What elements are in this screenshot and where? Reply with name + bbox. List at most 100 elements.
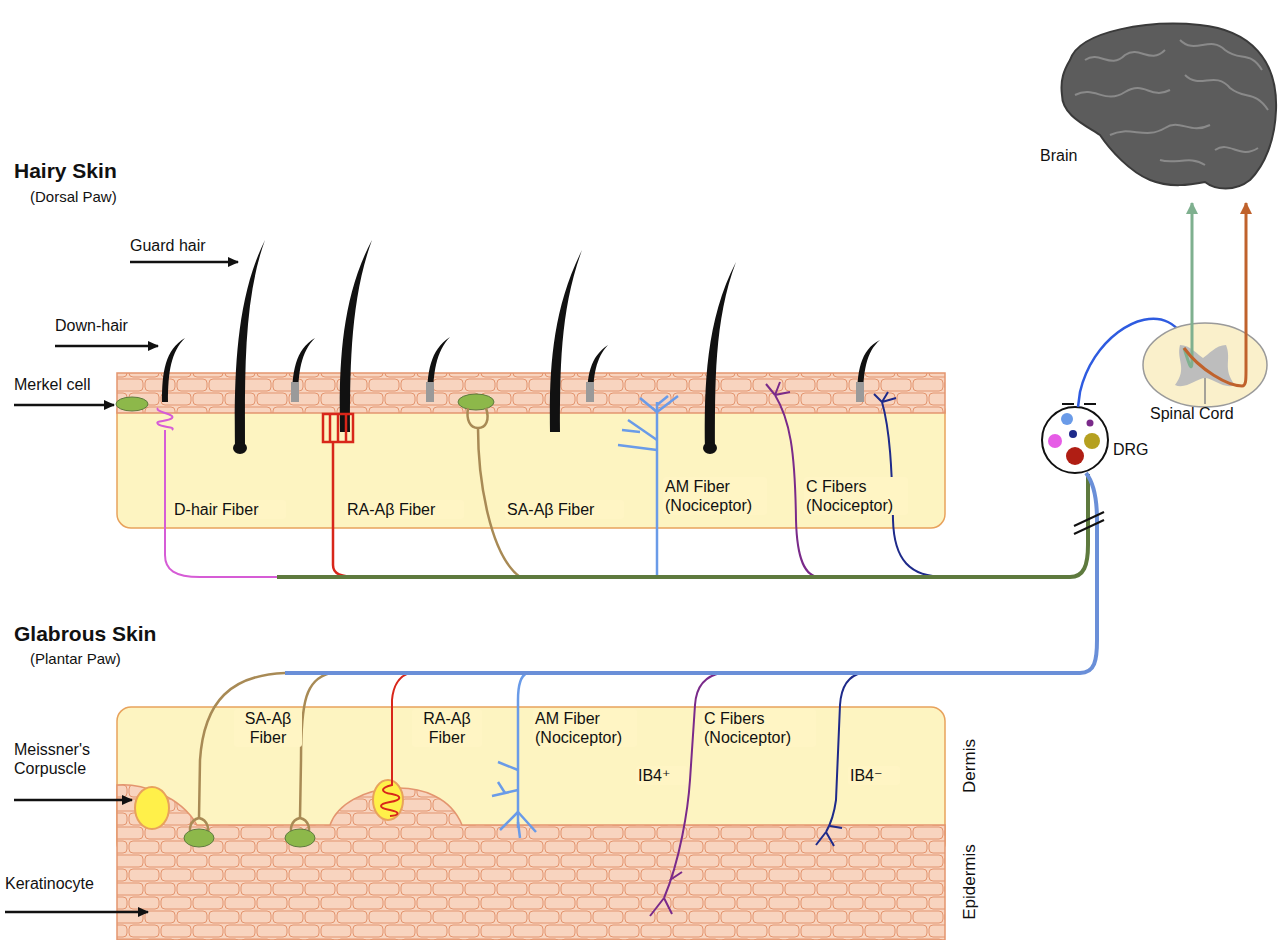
neuron-soma [1087,420,1094,427]
hairy-dermis-band: D-hair Fiber RA-Aβ Fiber SA-Aβ Fiber AM Fib… [117,413,945,528]
spinal-cord [1143,323,1267,407]
ra-abeta-fiber [323,414,353,442]
layer-label: Dermis [960,739,980,793]
fiber-subtype: IB4⁺ [636,766,688,785]
ra-abeta-fiber [329,414,332,442]
guard-hairs [550,250,582,432]
pointer-arrow [55,345,158,348]
merkel-cell [285,829,315,847]
fiber-label: D-hair Fiber [172,500,286,519]
guard-hairs [705,262,736,450]
sa-abeta-fiber [467,408,487,428]
down-hairs [292,338,315,402]
down-hairs [857,340,880,402]
ascending-tract [1184,203,1246,386]
nerve-trunk [277,474,1088,577]
c-fiber [650,872,682,916]
fiber-label: C Fibers (Nociceptor) [804,477,908,515]
down-hairs [586,382,594,402]
pointer-arrow [5,911,148,914]
structure-label: Brain [1040,146,1077,165]
brain-gyri [1185,75,1268,110]
structure-label: Spinal Cord [1150,404,1234,423]
layer-label: Epidermis [960,844,980,920]
merkel-cell [458,394,494,410]
merkel-cell [116,397,148,411]
brain-gyri [1215,147,1258,152]
ra-abeta-fiber [381,700,399,816]
ascending-tract [1184,203,1192,367]
structure-label: Down-hair [55,316,128,335]
neuron-soma [1048,434,1062,448]
drg-ganglion [1042,407,1108,473]
am-fiber [518,673,527,828]
down-hairs [856,382,864,402]
pointer-arrow [5,262,238,912]
down-hairs [291,382,299,402]
fiber-label: AM Fiber (Nociceptor) [533,709,637,747]
break-marks [1074,520,1104,534]
section-subheading: (Dorsal Paw) [30,188,117,206]
am-fiber [656,402,659,577]
section-heading: Hairy Skin [14,158,117,183]
c-fiber [766,382,790,395]
structure-label: Meissner's Corpuscle [14,740,126,778]
neuron-soma [1066,447,1084,465]
brain-gyri [1160,160,1205,165]
structure-label: DRG [1113,440,1149,459]
am-fiber [492,673,536,838]
structure-label: Keratinocyte [5,874,94,893]
neuron-soma [1061,413,1073,425]
d-hair-fiber [157,408,172,430]
guard-hairs [233,240,736,454]
brain [1061,24,1276,189]
down-hairs [426,382,434,402]
d-hair-fiber [157,408,277,577]
ra-abeta-fiber [337,414,340,442]
guard-hairs [703,442,717,454]
c-fiber [816,673,862,846]
c-fiber [664,673,722,898]
brain-gyri [1075,88,1170,97]
sa-abeta-fiber [300,673,330,818]
nerve-trunk [285,473,1097,673]
fiber-label: AM Fiber (Nociceptor) [663,477,767,515]
guard-hairs [233,442,247,454]
brain-gyri [1110,125,1210,135]
brain-gyri [1075,40,1268,165]
central-canal [1204,378,1206,404]
guard-hairs [235,240,265,450]
fiber-label: SA-Aβ Fiber [505,500,624,519]
fiber-subtype: IB4⁻ [848,766,900,785]
c-fiber [874,392,896,402]
am-fiber [492,762,536,838]
pointer-arrow [14,799,132,802]
meissner-corpuscle [135,787,169,829]
fiber-label: SA-Aβ Fiber [234,709,302,747]
brain-gyri [1085,50,1165,61]
neuron-soma [1084,433,1100,449]
brain-gyri [1180,40,1262,70]
ra-abeta-fiber [345,414,348,442]
pointer-arrow [14,404,114,407]
guard-hairs [340,240,372,432]
c-fiber [816,826,842,846]
pointer-arrow [130,261,238,264]
break-marks [1074,512,1104,526]
ra-abeta-fiber [323,414,400,577]
section-heading: Glabrous Skin [14,621,156,646]
epidermis-band [117,785,945,940]
neuron-soma [1069,430,1077,438]
am-fiber [618,396,678,450]
structure-label: Guard hair [130,236,206,255]
fiber-label: RA-Aβ Fiber [345,500,464,519]
break-marks [1084,403,1096,405]
down-hairs [162,338,185,402]
structure-label: Merkel cell [14,375,90,394]
break-marks [1062,403,1074,405]
merkel-cell [184,829,214,847]
ra-abeta-fiber [392,673,410,700]
